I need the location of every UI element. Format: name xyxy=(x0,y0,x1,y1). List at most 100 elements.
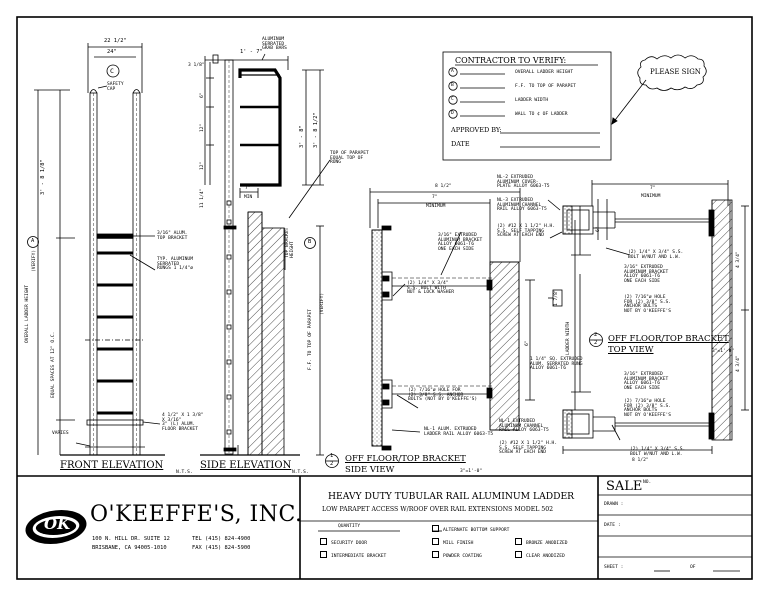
bt-marker-2b: 2 xyxy=(594,340,598,346)
verify-key-a: A xyxy=(451,69,454,74)
company-fax: FAX (415) 824-5900 xyxy=(192,545,251,551)
bt-title: OFF FLOOR/TOP BRACKET xyxy=(608,334,729,344)
bt-note-bracket: 3/16" EXTRUDED ALUMINUM BRACKET ALLOY 60… xyxy=(624,265,669,284)
verify-item-d: WALL TO ¢ OF LADDER xyxy=(515,112,568,117)
bs-title: OFF FLOOR/TOP BRACKET xyxy=(345,454,466,464)
bt-bot-hole: (2) 7/16"ø HOLE FOR (2) 3/8" S.S. ANCHOR… xyxy=(624,399,672,418)
bt-rung-note: 1 1/4" SQ. EXTRUDED ALUM. SERRATED RUNG … xyxy=(530,357,583,372)
bt-dim-44a: 4 3/4" xyxy=(736,251,741,268)
option-mill-finish[interactable]: MILL FINISH xyxy=(432,538,473,547)
logo-text: OK xyxy=(44,515,71,533)
bs-note-hole: (2) 7/16"ø HOLE FOR (2) 3/8" S.S. ANCHOR… xyxy=(408,388,478,403)
sale-no-label: NO. xyxy=(643,480,652,485)
company-name: O'KEEFFE'S, INC. xyxy=(90,502,303,527)
okeeffes-logo xyxy=(25,510,87,544)
bt-subtitle: TOP VIEW xyxy=(608,345,654,355)
side-dim-38: 3' - 8" xyxy=(299,125,305,148)
floor-bracket-note: 4 1/2" X 1 3/8" X 3/16" 3" (L) ALUM. FLO… xyxy=(162,413,204,432)
option-security-door[interactable]: SECURITY DOOR xyxy=(320,538,367,547)
bracket-top-view xyxy=(547,180,749,454)
front-marker-c: C xyxy=(110,67,114,75)
bt-note-screw: (2) #12 X 1 1/2" H.H. S.S. SELF TAPPING … xyxy=(497,224,556,239)
side-dim-12b: 12" xyxy=(200,161,205,170)
parapet-note: TOP OF PARAPET EQUAL TOP OF RUNG xyxy=(330,151,369,166)
verify-item-a: OVERALL LADDER HEIGHT xyxy=(515,70,574,75)
bs-note-bolt: (2) 1/4" X 3/4" S.S. BOLT WITH NUT & LOC… xyxy=(407,281,455,296)
overall-height-label: OVERALL LADDER HEIGHT xyxy=(25,284,30,343)
company-address-2: BRISBANE, CA 94005-1010 xyxy=(92,545,167,551)
bracket-side-view xyxy=(325,188,535,468)
bt-bot-bolt: (2) 1/4" X 3/4" S.S. BOLT W/NUT AND L.W. xyxy=(630,447,686,457)
sale-label: SALE xyxy=(606,479,643,494)
verify-date: DATE xyxy=(451,140,470,148)
bt-bot-bracket: 3/16" EXTRUDED ALUMINUM BRACKET ALLOY 60… xyxy=(624,372,669,391)
front-marker-a: A xyxy=(31,238,35,244)
rungs-note: TYP. ALUMINUM SERRATED RUNGS 1 1/4"ø xyxy=(157,257,193,272)
ff-parapet-dim: F.F. TO TOP OF PARAPET xyxy=(308,309,313,370)
bs-note-rail: NL-1 ALUM. EXTRUDED LADDER RAIL ALLOY 60… xyxy=(424,427,494,437)
front-elevation-ladder xyxy=(27,43,165,456)
overall-height-dim: 3' - 8 1/8" xyxy=(40,159,46,195)
side-dim-min: MIN xyxy=(244,195,253,200)
front-width-outer: 22 1/2" xyxy=(104,38,127,44)
option-bronze-anodized[interactable]: BRONZE ANODIZED xyxy=(515,538,568,547)
option-alternate-bottom[interactable]: ALTERNATE BOTTOM SUPPORT xyxy=(432,525,509,534)
equal-spaces-dim: EQUAL SPACES AT 12" O.C. xyxy=(51,331,56,398)
please-sign: PLEASE SIGN xyxy=(650,68,701,76)
bracket-height-note: TOP BRACKET HEIGHT xyxy=(285,227,295,258)
bs-marker-1: 1 xyxy=(330,453,334,459)
verify-key-b: B xyxy=(451,83,454,88)
company-tel: TEL (415) 824-4900 xyxy=(192,536,251,542)
bt-ladder-width: LADDER WIDTH xyxy=(566,321,571,355)
bs-dim-8: 8 1/2" xyxy=(435,184,452,189)
bs-dim-min: MINIMUM xyxy=(426,204,446,209)
side-dim-7: 7" xyxy=(245,186,251,191)
bt-dim-7: 7" xyxy=(650,186,656,191)
bt-dim-6: 6" xyxy=(596,226,601,232)
safety-cap-note: SAFETY CAP xyxy=(107,82,124,92)
option-intermediate-bracket[interactable]: INTERMEDIATE BRACKET xyxy=(320,551,386,560)
bs-dim-7: 7" xyxy=(432,195,438,200)
bt-dim-44b: 4 3/4" xyxy=(736,355,741,372)
bt-note-cover: NL-2 EXTRUDED ALUMINUM COVER- PLATE ALLO… xyxy=(497,175,550,190)
side-width-dim: 1' - 7" xyxy=(240,49,263,55)
bt-note-hole: (2) 7/16"ø HOLE FOR (2) 3/8" S.S. ANCHOR… xyxy=(624,295,672,314)
side-marker-b: B xyxy=(308,239,312,245)
verify-key-d: D xyxy=(451,111,454,116)
bs-dim-6: 6" xyxy=(525,340,530,346)
option-clear-anodized[interactable]: CLEAR ANODIZED xyxy=(515,551,565,560)
side-dim-318: 3 1/8" xyxy=(188,63,205,68)
please-sign-cloud xyxy=(637,54,707,91)
approved-by: APPROVED BY: xyxy=(451,126,502,134)
side-elevation-title: SIDE ELEVATION xyxy=(200,460,292,471)
grab-bars-note: ALUMINUM SERRATED GRAB BARS xyxy=(262,37,287,52)
company-address-1: 100 N. HILL DR. SUITE 12 xyxy=(92,536,170,542)
bt-note-channel: NL-3 EXTRUDED ALUMINUM CHANNEL RAIL ALLO… xyxy=(497,198,547,213)
bt-bot-channel: NL-1 EXTRUDED ALUMINUM CHANNEL RAIL ALLO… xyxy=(499,419,549,434)
of-label: OF xyxy=(690,565,696,570)
side-dim-3812: 3' - 8 1/2" xyxy=(313,112,319,148)
title-block xyxy=(299,476,752,579)
front-width-inner: 24" xyxy=(107,49,117,55)
front-verify: (VERIFY) xyxy=(32,249,37,272)
bt-dim-min: MINIMUM xyxy=(641,194,661,199)
front-elevation-title: FRONT ELEVATION xyxy=(60,460,164,471)
front-nts: N.T.S. xyxy=(176,470,193,475)
bs-subtitle: SIDE VIEW xyxy=(345,465,395,475)
bt-dim-8: 8 1/2" xyxy=(632,458,649,463)
drawn-label: DRAWN : xyxy=(604,502,624,507)
option-powder-coating[interactable]: POWDER COATING xyxy=(432,551,482,560)
verify-item-c: LADDER WIDTH xyxy=(515,98,549,103)
bt-scale: 3"=1'-0" xyxy=(712,349,735,354)
top-bracket-note: 3/16" ALUM. TOP BRACKET xyxy=(157,231,188,241)
side-dim-6: 6" xyxy=(200,92,205,98)
quantity-label: QUANTITY xyxy=(338,524,361,529)
side-dim-1114: 11 1/4" xyxy=(200,188,205,208)
side-elevation-ladder xyxy=(200,53,331,456)
bt-note-bolt: (2) 1/4" X 3/4" S.S. BOLT W/NUT AND L.W. xyxy=(628,250,684,260)
bs-marker-2: 2 xyxy=(330,461,334,467)
sheet-label: SHEET : xyxy=(604,565,624,570)
verify-item-b: F.F. TO TOP OF PARAPET xyxy=(515,84,576,89)
date-label: DATE : xyxy=(604,523,621,528)
